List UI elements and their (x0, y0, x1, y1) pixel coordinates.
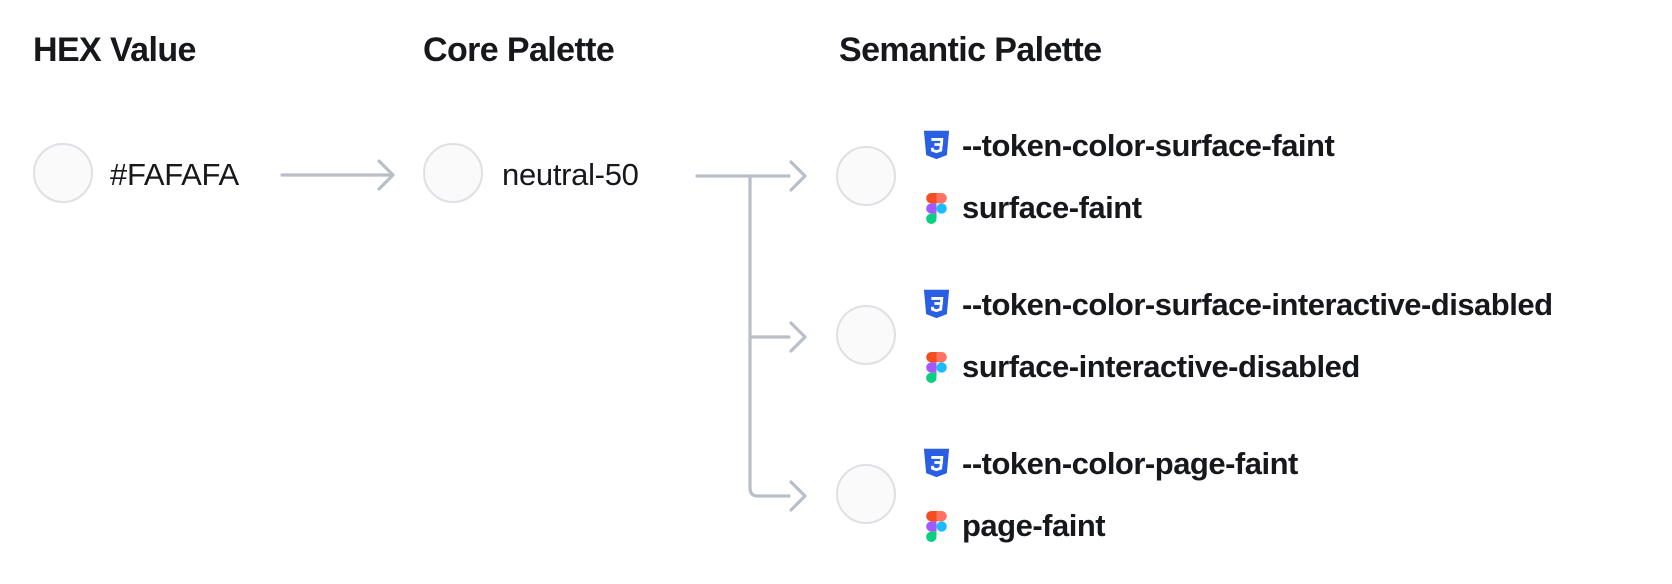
figma-name-line: surface-interactive-disabled (923, 343, 1553, 391)
css3-shield-icon (923, 448, 950, 480)
figma-name-label: surface-interactive-disabled (962, 349, 1360, 384)
figma-name-line: page-faint (923, 502, 1298, 550)
css3-shield-icon (923, 289, 950, 321)
css-token-line: --token-color-page-faint (923, 440, 1298, 488)
semantic-token-item-page-faint: --token-color-page-faint page-faint (923, 440, 1298, 550)
figma-logo-icon (923, 510, 950, 542)
figma-name-label: page-faint (962, 508, 1106, 543)
arrow-hex-to-core (280, 159, 395, 191)
semantic-color-swatch-3 (836, 464, 896, 524)
column-header-hex-value: HEX Value (33, 31, 196, 69)
figma-name-line: surface-faint (923, 184, 1334, 232)
css-token-label: --token-color-surface-interactive-disabl… (962, 287, 1553, 322)
css-token-label: --token-color-page-faint (962, 446, 1298, 481)
semantic-token-item-surface-interactive-disabled: --token-color-surface-interactive-disabl… (923, 281, 1553, 391)
figma-logo-icon (923, 351, 950, 383)
semantic-color-swatch-1 (836, 146, 896, 206)
figma-logo-icon (923, 192, 950, 224)
css-token-label: --token-color-surface-faint (962, 128, 1335, 163)
core-color-swatch (423, 143, 483, 203)
semantic-token-item-surface-faint: --token-color-surface-faint surface-fain… (923, 122, 1335, 232)
column-header-semantic-palette: Semantic Palette (839, 31, 1102, 69)
css-token-line: --token-color-surface-faint (923, 122, 1335, 170)
core-palette-label: neutral-50 (502, 157, 639, 192)
semantic-color-swatch-2 (836, 305, 896, 365)
connector-core-to-semantic (695, 160, 807, 512)
css3-shield-icon (923, 130, 950, 162)
hex-value-label: #FAFAFA (110, 157, 239, 192)
column-header-core-palette: Core Palette (423, 31, 615, 69)
css-token-line: --token-color-surface-interactive-disabl… (923, 281, 1553, 329)
hex-color-swatch (33, 143, 93, 203)
figma-name-label: surface-faint (962, 190, 1142, 225)
